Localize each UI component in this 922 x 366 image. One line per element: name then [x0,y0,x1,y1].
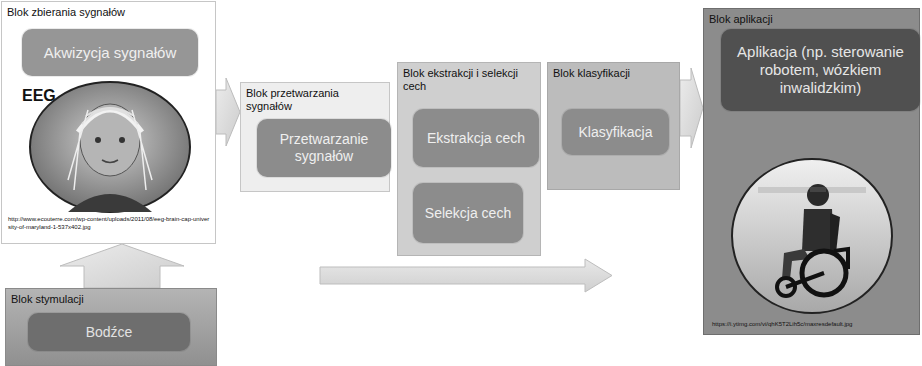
block-heading: Blok zbierania sygnałów [7,6,125,19]
box-label: Bodźce [80,320,139,345]
process-box: Selekcja cech [413,183,523,243]
box-label: Ekstrakcja cech [421,126,531,151]
block-heading: Blok klasyfikacji [553,67,630,80]
bypass-arrow [320,259,612,292]
process-box: Ekstrakcja cech [413,109,539,167]
block-arrow [680,68,703,148]
acquisition-block: Blok zbierania sygnałówAkwizycja sygnałó… [1,1,216,244]
classification-block: Blok klasyfikacjiKlasyfikacja [547,62,680,190]
processing-block: Blok przetwarzania sygnałówPrzetwarzanie… [240,82,390,192]
box-label: Przetwarzanie sygnałów [257,127,391,169]
application-box: Aplikacja (np. sterowanie robotem, wózki… [721,29,920,111]
source-url: http://www.ecouterre.com/wp-content/uplo… [8,216,212,231]
block-heading: Blok przetwarzania sygnałów [246,87,356,113]
process-box: Bodźce [28,313,190,351]
process-box: Klasyfikacja [562,109,669,155]
feature-block: Blok ekstrakcji i selekcji cechEkstrakcj… [397,62,541,256]
box-label: Klasyfikacja [573,120,659,145]
block-arrow [60,244,184,288]
process-box: Akwizycja sygnałów [22,29,198,76]
block-heading: Blok stymulacji [11,293,84,306]
wheelchair-photo [730,157,894,315]
block-heading: Blok ekstrakcji i selekcji cech [403,67,539,93]
application-block: Blok aplikacjiAplikacja (np. sterowanie … [703,8,920,335]
box-label: Akwizycja sygnałów [38,40,183,66]
stimulation-block: Blok stymulacjiBodźce [5,288,217,366]
box-label: Selekcja cech [419,201,517,226]
block-heading: Blok aplikacji [709,13,773,26]
box-label: Aplikacja (np. sterowanie robotem, wózki… [721,39,920,101]
block-arrow [216,78,240,146]
process-box: Przetwarzanie sygnałów [257,119,391,177]
signal-label: EEG [22,86,56,106]
source-url: https://i.ytimg.com/vi/qhK5T2Lih5c/maxre… [712,321,912,329]
